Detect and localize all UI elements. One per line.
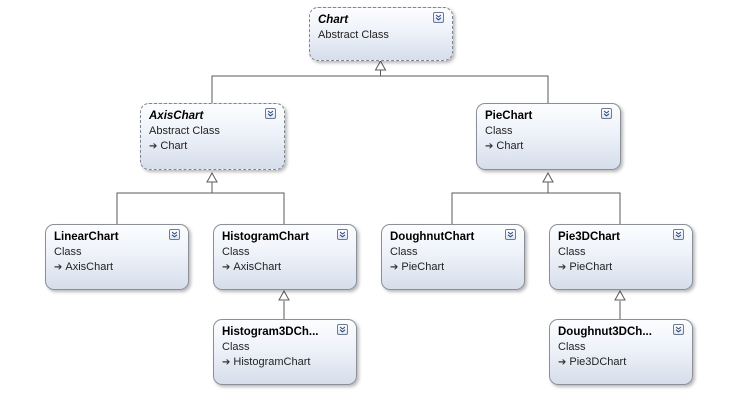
- connector-pie3dchart-piechart: [548, 192, 621, 224]
- connector-doughnutchart-piechart: [451, 182, 549, 224]
- base-class-name: HistogramChart: [233, 356, 311, 368]
- class-name: LinearChart: [54, 231, 119, 243]
- class-name: AxisChart: [149, 110, 204, 122]
- base-class-name: PieChart: [401, 261, 445, 273]
- inherits-arrow-icon: ➔: [558, 357, 567, 368]
- inherits-arrow-icon: ➔: [558, 262, 567, 273]
- class-name: PieChart: [485, 110, 533, 122]
- connector-axischart-chart: [211, 69, 381, 103]
- inheritance-arrowhead: [374, 59, 387, 71]
- connector-histogramchart-axischart: [212, 192, 285, 224]
- collapse-chevron-icon[interactable]: [433, 12, 444, 23]
- inherits-arrow-icon: ➔: [485, 141, 494, 152]
- class-kind: Abstract Class: [318, 29, 389, 41]
- class-node-histogram3dchart[interactable]: Histogram3DCh... Class ➔HistogramChart: [213, 319, 357, 385]
- collapse-chevron-icon[interactable]: [337, 324, 348, 335]
- base-class: ➔Chart: [485, 139, 613, 154]
- collapse-chevron-icon[interactable]: [265, 108, 276, 119]
- inheritance-arrowhead: [542, 171, 554, 183]
- base-class: ➔HistogramChart: [222, 355, 349, 370]
- class-node-pie3dchart[interactable]: Pie3DChart Class ➔PieChart: [549, 224, 693, 290]
- class-node-axischart[interactable]: AxisChart Abstract Class ➔Chart: [140, 103, 285, 170]
- base-class: ➔AxisChart: [54, 260, 181, 275]
- base-class-name: PieChart: [569, 261, 613, 273]
- class-kind: Abstract Class: [149, 125, 220, 137]
- class-kind: Class: [222, 246, 250, 258]
- connector-piechart-chart: [380, 75, 549, 103]
- class-kind: Class: [485, 125, 513, 137]
- collapse-chevron-icon[interactable]: [505, 229, 516, 240]
- class-name: Chart: [318, 14, 349, 26]
- base-class-name: Chart: [496, 140, 524, 152]
- class-kind: Class: [54, 246, 82, 258]
- class-name: HistogramChart: [222, 231, 309, 243]
- class-node-chart[interactable]: Chart Abstract Class: [309, 7, 453, 61]
- collapse-chevron-icon[interactable]: [673, 229, 684, 240]
- collapse-chevron-icon[interactable]: [337, 229, 348, 240]
- base-class: ➔Pie3DChart: [558, 355, 685, 370]
- base-class: ➔AxisChart: [222, 260, 349, 275]
- base-class-name: AxisChart: [65, 261, 114, 273]
- class-node-piechart[interactable]: PieChart Class ➔Chart: [476, 103, 621, 170]
- inheritance-arrowhead: [614, 289, 626, 301]
- collapse-chevron-icon[interactable]: [169, 229, 180, 240]
- base-class-name: Pie3DChart: [569, 356, 627, 368]
- class-kind: Class: [222, 341, 250, 353]
- class-name: Pie3DChart: [558, 231, 620, 243]
- class-kind: Class: [390, 246, 418, 258]
- inherits-arrow-icon: ➔: [222, 262, 231, 273]
- class-name: Doughnut3DCh...: [558, 326, 652, 338]
- connector-linearchart-axischart: [116, 182, 213, 224]
- inherits-arrow-icon: ➔: [149, 141, 158, 152]
- class-name: DoughnutChart: [390, 231, 475, 243]
- class-name: Histogram3DCh...: [222, 326, 319, 338]
- class-kind: Class: [558, 246, 586, 258]
- class-node-histogramchart[interactable]: HistogramChart Class ➔AxisChart: [213, 224, 357, 290]
- base-class: ➔PieChart: [558, 260, 685, 275]
- inheritance-arrowhead: [206, 171, 218, 183]
- class-node-doughnut3dchart[interactable]: Doughnut3DCh... Class ➔Pie3DChart: [549, 319, 693, 385]
- inherits-arrow-icon: ➔: [390, 262, 399, 273]
- collapse-chevron-icon[interactable]: [673, 324, 684, 335]
- inheritance-arrowhead: [278, 289, 290, 301]
- inherits-arrow-icon: ➔: [54, 262, 63, 273]
- class-kind: Class: [558, 341, 586, 353]
- class-node-doughnutchart[interactable]: DoughnutChart Class ➔PieChart: [381, 224, 525, 290]
- base-class: ➔PieChart: [390, 260, 517, 275]
- base-class: ➔Chart: [149, 139, 277, 154]
- base-class-name: AxisChart: [233, 261, 282, 273]
- base-class-name: Chart: [160, 140, 188, 152]
- inherits-arrow-icon: ➔: [222, 357, 231, 368]
- class-node-linearchart[interactable]: LinearChart Class ➔AxisChart: [45, 224, 189, 290]
- collapse-chevron-icon[interactable]: [601, 108, 612, 119]
